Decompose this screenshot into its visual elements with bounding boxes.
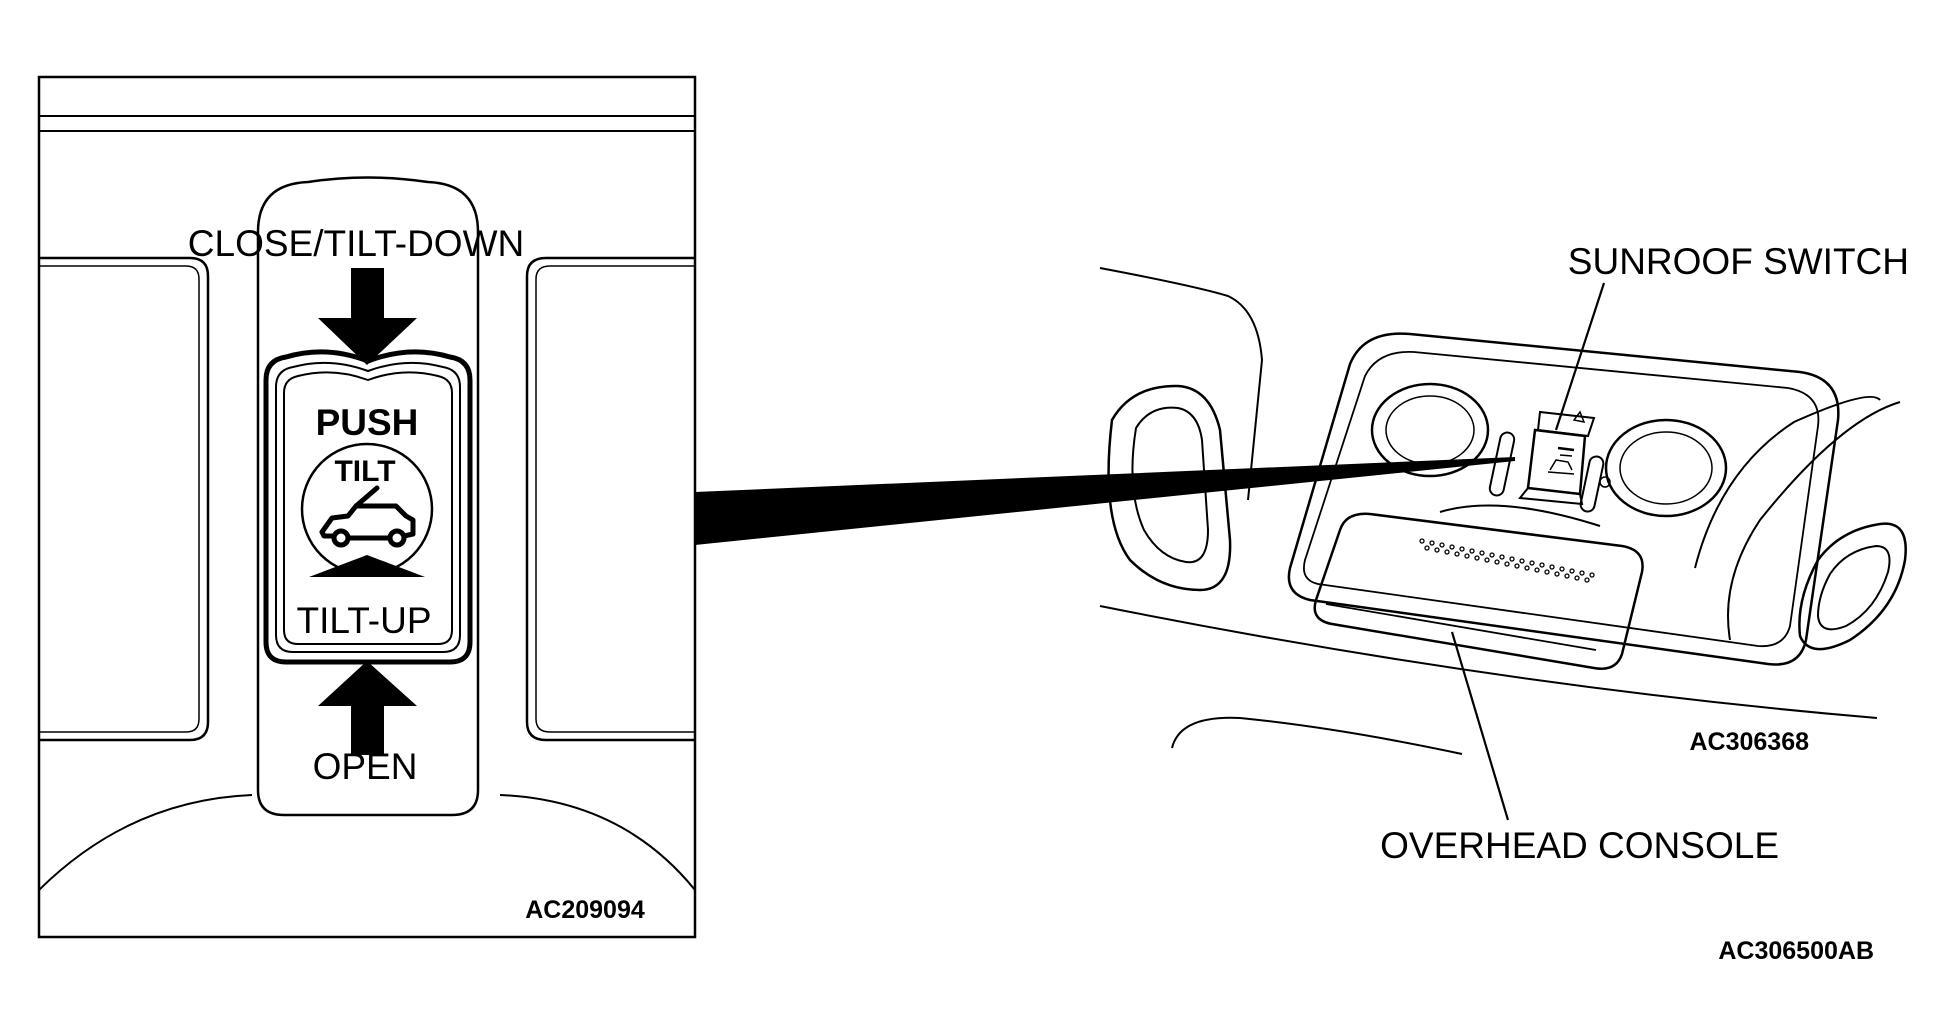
figure-code: AC306500AB [1718, 937, 1874, 965]
switch-bezel [256, 176, 480, 817]
sunglass-holder-lip [1325, 603, 1597, 651]
console-housing-inner [1303, 351, 1820, 648]
right-recess-inner [535, 265, 695, 733]
left-recess-outer [39, 256, 210, 742]
label-tilt: TILT [334, 455, 395, 488]
overhead-console-view [1099, 267, 1907, 821]
right-grab-handle [1798, 522, 1907, 651]
lamp-button-dot [1599, 476, 1611, 488]
sunroof-switch-small-icon [1547, 459, 1575, 475]
left-grab-handle-inner [1131, 406, 1210, 564]
sunglass-holder-texture [1419, 538, 1595, 583]
label-overhead-console: OVERHEAD CONSOLE [1380, 825, 1779, 866]
headliner-line-lower [1099, 605, 1878, 719]
label-tilt-up: TILT-UP [297, 600, 432, 641]
console-housing-outer [1287, 332, 1840, 666]
left-grab-handle [1107, 384, 1232, 592]
sunroof-tilt-car-icon [319, 485, 416, 548]
switch-detail-panel [37, 75, 697, 939]
callout-wedge [695, 457, 1515, 545]
sunroof-switch-top [1536, 410, 1596, 438]
lamp-button-left [1488, 431, 1516, 497]
sunroof-switch-small [1526, 428, 1587, 496]
close-tilt-down-arrow-icon [318, 268, 417, 365]
map-lamp-right-inner [1619, 431, 1713, 505]
right-recess-outer [525, 256, 695, 742]
switch-button-inner [283, 371, 453, 645]
map-lamp-left [1370, 382, 1490, 478]
sunroof-switch-small-text-2 [1559, 454, 1573, 457]
sunroof-switch-triangle [1572, 410, 1586, 424]
map-lamp-left-inner [1385, 395, 1475, 465]
label-open: OPEN [313, 746, 418, 787]
right-panel-code: AC306368 [1689, 728, 1809, 756]
left-panel-code: AC209094 [525, 896, 645, 924]
headliner-line-edge [1171, 716, 1463, 755]
sunroof-switch-base [1518, 486, 1584, 506]
lamp-button-right [1579, 455, 1605, 513]
roof-arc-left [38, 794, 253, 891]
label-close-tilt-down: CLOSE/TILT-DOWN [188, 223, 524, 264]
sunroof-switch-small-text-1 [1557, 446, 1575, 452]
label-push: PUSH [316, 402, 419, 443]
right-grab-handle-inner [1816, 544, 1891, 631]
map-lamp-right [1604, 418, 1728, 518]
open-arrow-icon [318, 661, 417, 755]
roof-arc-right [499, 794, 696, 891]
headliner-line-right-2 [1727, 401, 1901, 641]
sunglass-holder-hinge [1439, 504, 1601, 527]
switch-button-middle [275, 361, 461, 653]
leader-overhead-console [1450, 631, 1510, 821]
headliner-line-right [1694, 395, 1881, 569]
label-sunroof-switch: SUNROOF SWITCH [1568, 241, 1909, 282]
headliner-line-upper [1099, 267, 1264, 501]
left-recess-inner [39, 265, 200, 733]
sunglass-holder-door [1313, 512, 1644, 670]
leader-sunroof-switch [1554, 282, 1606, 431]
tilt-up-arrow-icon [309, 555, 425, 577]
